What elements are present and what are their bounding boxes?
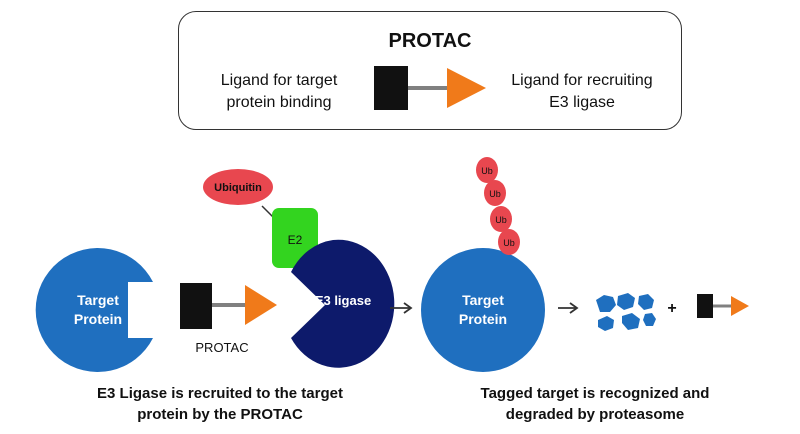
ubiquitin-blob [203, 169, 273, 205]
ub-blob-2 [484, 180, 506, 206]
polyubiquitin-chain: Ub Ub Ub Ub [476, 157, 520, 255]
legend-right-line-1: Ligand for recruiting [511, 72, 653, 89]
process-arrow-1 [390, 302, 413, 314]
ub-blob-3 [490, 206, 512, 232]
fragment-6 [643, 313, 656, 326]
legend-target-ligand-label: Ligand for target protein binding [209, 70, 349, 114]
plus-sign: + [667, 300, 676, 317]
fragment-2 [617, 293, 635, 310]
fragment-4 [598, 316, 614, 331]
protac-e3-ligand-triangle [245, 285, 277, 325]
target-protein-pocket-shape [35, 248, 153, 372]
degraded-protein-fragments [596, 293, 656, 331]
ub-blob-4 [498, 229, 520, 255]
legend-left-line-1: Ligand for target [220, 72, 338, 89]
tagged-target-label-line-2: Protein [459, 311, 507, 327]
e3-ligase-label: E3 ligase [315, 293, 371, 308]
arrow-1-head [403, 302, 413, 314]
tagged-target-label-line-1: Target [462, 292, 504, 308]
recycled-e3-ligand-triangle [731, 296, 749, 316]
ub-label-1: Ub [481, 166, 493, 176]
target-protein-stage2: Target Protein [421, 248, 545, 372]
e3-ligase: E3 ligase [291, 239, 395, 368]
legend-right-line-2: E3 ligase [549, 94, 615, 111]
e3-ligase-shape [291, 239, 395, 368]
process-arrow-2 [558, 302, 579, 314]
fragment-5 [622, 313, 640, 330]
caption-left-line-1: E3 Ligase is recruited to the target [97, 385, 343, 402]
legend-target-ligand-square [374, 66, 408, 110]
caption-right-line-2: degraded by proteasome [505, 406, 685, 423]
protac-label: PROTAC [195, 340, 248, 355]
caption-degradation: Tagged target is recognized and degraded… [420, 383, 770, 425]
legend-left-line-2: protein binding [226, 94, 332, 111]
recycled-protac-molecule [697, 294, 749, 318]
target-protein-label-line-1: Target [77, 292, 119, 308]
caption-recruitment: E3 Ligase is recruited to the target pro… [40, 383, 400, 425]
arrow-2-head [569, 302, 579, 314]
e2-label: E2 [288, 233, 303, 247]
ub-blob-1 [476, 157, 498, 183]
ub-label-4: Ub [503, 238, 515, 248]
target-protein-stage1: Target Protein [35, 248, 153, 372]
legend-title: PROTAC [388, 30, 472, 52]
legend-e3-ligand-label: Ligand for recruiting E3 ligase [497, 70, 667, 114]
protac-molecule-stage1: PROTAC [180, 283, 277, 355]
ubiquitin-label: Ubiquitin [214, 182, 262, 194]
fragment-3 [638, 294, 654, 310]
target-protein-label-line-2: Protein [74, 311, 122, 327]
ubiquitin-e2-complex: Ubiquitin E2 [203, 169, 318, 268]
caption-left-line-2: protein by the PROTAC [137, 406, 303, 423]
protac-target-ligand-square [180, 283, 212, 329]
ub-label-3: Ub [495, 215, 507, 225]
tagged-target-protein-circle [421, 248, 545, 372]
legend-protac-molecule [374, 66, 486, 110]
fragment-1 [596, 295, 616, 312]
protac-legend-box: PROTAC Ligand for target protein binding… [178, 11, 682, 130]
legend-e3-ligand-triangle [447, 68, 486, 108]
ub-label-2: Ub [489, 189, 501, 199]
recycled-target-ligand-square [697, 294, 713, 318]
caption-right-line-1: Tagged target is recognized and [480, 385, 710, 402]
